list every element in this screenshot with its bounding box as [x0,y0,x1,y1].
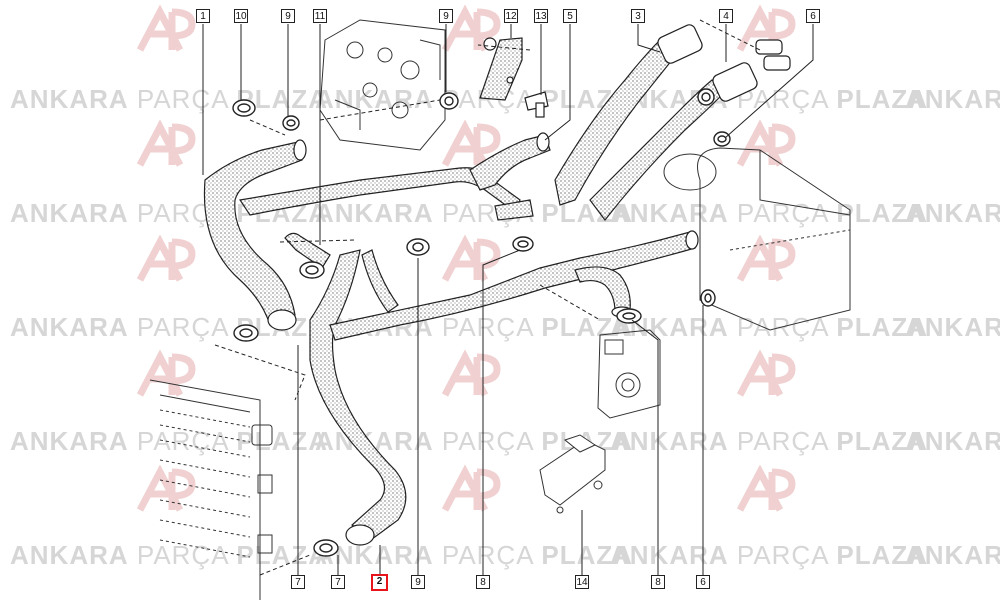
callout-part-9[interactable]: 9 [281,9,295,23]
hose-11 [284,232,331,269]
watermark-logos [136,4,796,512]
callout-part-7[interactable]: 7 [291,575,305,589]
clamp-icon [232,99,256,117]
watermark-text: ANKARA PARÇA PLAZA [610,198,929,228]
clamp-icon [700,289,716,307]
clamp-icon [299,261,325,279]
callout-part-11[interactable]: 11 [313,9,327,23]
ap-logo-icon [736,119,796,167]
clamp-icon [313,539,339,557]
callout-part-13[interactable]: 13 [534,9,548,23]
watermark-row: ANKARA PARÇA PLAZA ANKARA PARÇA PLAZA AN… [0,198,1000,228]
clamp-icon [233,324,259,342]
hose-cooler [574,266,631,313]
ap-logo-icon [441,349,501,397]
watermark-text: ANKARA PARÇA PLAZA [10,84,329,114]
ap-logo-icon [136,119,196,167]
expansion-tank-outline [663,147,851,331]
sensor-part [539,434,606,514]
callout-part-3[interactable]: 3 [631,9,645,23]
watermark-row: ANKARA PARÇA PLAZA ANKARA PARÇA PLAZA AN… [0,426,1000,456]
ap-logo-icon [736,234,796,282]
engine-block-outline [319,19,446,151]
hose-clamps [232,88,731,557]
watermark-row: ANKARA PARÇA PLAZA ANKARA PARÇA PLAZA AN… [0,540,1000,570]
watermark-text: ANKARA PARÇA PLAZA [610,540,929,570]
callout-part-12[interactable]: 12 [504,9,518,23]
callout-part-9[interactable]: 9 [439,9,453,23]
clamp-icon [406,238,430,256]
watermark-text: ANKARA PARÇA PLAZA [610,426,929,456]
callout-part-14[interactable]: 14 [575,575,589,589]
hose-stub [494,199,534,221]
ap-logo-icon [136,234,196,282]
watermark-text: ANKARA [905,312,1000,342]
callout-part-6[interactable]: 6 [696,575,710,589]
hose-end-icon [267,309,297,331]
clamp-icon [512,236,534,252]
hose-end-icon [536,132,550,152]
hose-end-icon [345,524,375,546]
callout-part-1[interactable]: 1 [196,9,210,23]
watermark-text: ANKARA [905,198,1000,228]
watermark-text: ANKARA PARÇA PLAZA [10,426,329,456]
ap-logo-icon [441,4,501,52]
ap-logo-icon [736,349,796,397]
clamp-icon [713,131,731,147]
ap-logo-icon [136,349,196,397]
ap-logo-icon [736,4,796,52]
coolant-hoses [203,39,726,543]
watermark-text: ANKARA [905,540,1000,570]
watermark-text: ANKARA [905,426,1000,456]
callout-part-6[interactable]: 6 [806,9,820,23]
bracket-12 [479,37,523,101]
callout-part-2-highlighted[interactable]: 2 [371,574,388,591]
ap-logo-icon [136,4,196,52]
ap-logo-icon [136,464,196,512]
hose-end-icon [685,230,699,250]
hose-5 [469,134,551,191]
callout-part-8[interactable]: 8 [476,575,490,589]
clamp-icon [282,115,300,131]
leader-lines [202,19,814,576]
hose-1 [203,141,303,326]
callout-part-4[interactable]: 4 [719,9,733,23]
watermark-text: ANKARA PARÇA PLAZA [315,198,634,228]
ap-logo-icon [441,464,501,512]
callout-part-9[interactable]: 9 [411,575,425,589]
ap-logo-icon [441,119,501,167]
watermark-text: ANKARA [905,84,1000,114]
clamp-icon [616,308,642,324]
callout-part-10[interactable]: 10 [234,9,248,23]
ap-logo-icon [736,464,796,512]
heat-exchanger-outline [597,329,661,419]
hose-end-icon [712,62,758,102]
callout-part-7[interactable]: 7 [331,575,345,589]
clamp-icon [697,88,715,106]
pipe-fittings [755,39,791,71]
hose-end-icon [293,139,307,161]
hose-2 [309,249,407,543]
callout-part-8[interactable]: 8 [651,575,665,589]
callout-part-5[interactable]: 5 [563,9,577,23]
ap-logo-icon [441,234,501,282]
bolt-13 [524,91,549,118]
watermark-text: ANKARA PARÇA PLAZA [10,540,329,570]
clamp-icon [439,92,459,110]
hose-end-icon [657,24,703,64]
hose-small [361,249,399,313]
radiator-outline [149,379,273,600]
